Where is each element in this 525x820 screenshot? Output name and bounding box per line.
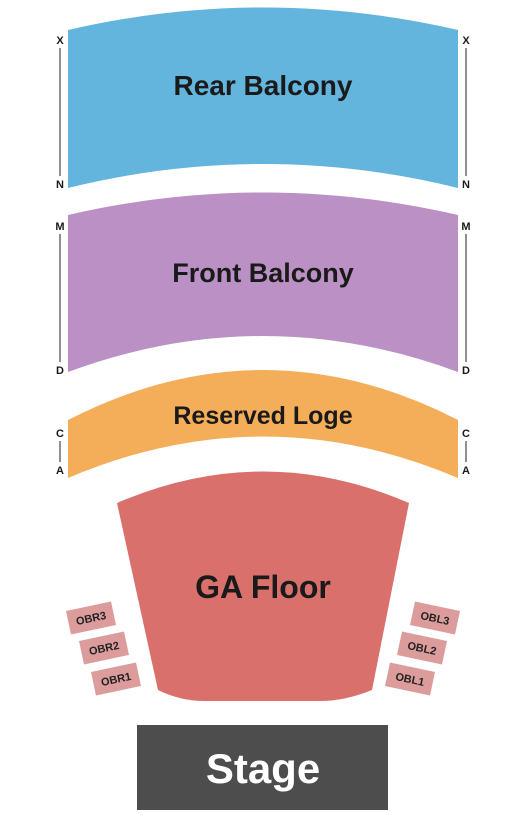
reserved-loge-label: Reserved Loge [173, 402, 352, 430]
section-rear-balcony[interactable]: Rear Balcony [68, 7, 458, 189]
stage: Stage [137, 725, 388, 810]
reserved-loge-row-top-right: C [462, 428, 470, 440]
front-balcony-label: Front Balcony [172, 258, 354, 288]
box-obl1[interactable]: OBL1 [385, 662, 435, 696]
reserved-loge-row-bottom-right: A [462, 465, 470, 477]
section-ga-floor[interactable]: GA Floor [117, 471, 409, 702]
ga-floor-shape[interactable] [117, 471, 409, 702]
rear-balcony-label: Rear Balcony [174, 70, 353, 101]
box-obl3[interactable]: OBL3 [410, 601, 460, 635]
box-obr2[interactable]: OBR2 [79, 631, 129, 665]
box-obl1-shape[interactable] [385, 662, 435, 696]
ga-floor-label: GA Floor [195, 569, 331, 605]
box-obl1-label: OBL1 [394, 671, 425, 689]
box-obl2[interactable]: OBL2 [397, 631, 447, 665]
box-obl2-shape[interactable] [397, 631, 447, 665]
front-balcony-row-top-right: M [461, 221, 470, 233]
rear-balcony-shape[interactable] [68, 7, 458, 189]
rear-balcony-row-top-left: X [56, 35, 64, 47]
box-obl3-label: OBL3 [419, 610, 450, 628]
rear-balcony-row-bottom-left: N [56, 179, 64, 191]
front-balcony-row-bottom-right: D [462, 365, 470, 377]
box-obr2-shape[interactable] [79, 631, 129, 665]
stage-shape [137, 725, 388, 810]
front-balcony-row-bottom-left: D [56, 365, 64, 377]
box-obr3[interactable]: OBR3 [66, 601, 116, 635]
box-obr1-shape[interactable] [91, 662, 141, 696]
box-obr3-shape[interactable] [66, 601, 116, 635]
front-balcony-shape[interactable] [68, 192, 458, 373]
reserved-loge-shape[interactable] [68, 370, 458, 478]
box-obl2-label: OBL2 [406, 640, 437, 658]
reserved-loge-row-bottom-left: A [56, 465, 64, 477]
stage-label: Stage [206, 745, 320, 792]
front-balcony-row-top-left: M [55, 221, 64, 233]
box-obl3-shape[interactable] [410, 601, 460, 635]
rear-balcony-row-top-right: X [462, 35, 470, 47]
reserved-loge-row-top-left: C [56, 428, 64, 440]
section-front-balcony[interactable]: Front Balcony [68, 192, 458, 373]
section-reserved-loge[interactable]: Reserved Loge [68, 370, 458, 478]
box-obr1[interactable]: OBR1 [91, 662, 141, 696]
rear-balcony-row-bottom-right: N [462, 179, 470, 191]
